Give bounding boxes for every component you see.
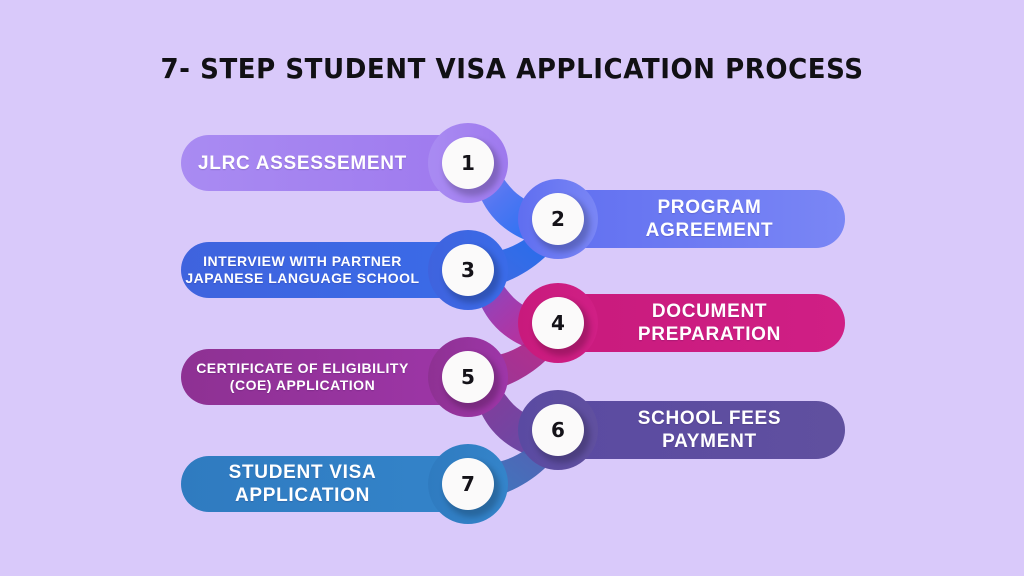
step-blob-2[interactable]: [456, 179, 845, 292]
step-blob-7[interactable]: [181, 444, 508, 524]
step-blob-3[interactable]: [181, 230, 572, 354]
step-circle-4[interactable]: [532, 297, 584, 349]
step-number-1: 1: [461, 151, 475, 175]
step-number-7: 7: [461, 472, 475, 496]
step-circle-7[interactable]: [442, 458, 494, 510]
step-number-6: 6: [551, 418, 565, 442]
step-label-6: SCHOOL FEES PAYMENT: [637, 408, 782, 453]
step-number-4: 4: [551, 311, 565, 335]
step-number-3: 3: [461, 258, 475, 282]
step-circle-2[interactable]: [532, 193, 584, 245]
step-circle-6[interactable]: [532, 404, 584, 456]
step-label-2: PROGRAM AGREEMENT: [645, 197, 774, 242]
step-number-5: 5: [461, 365, 475, 389]
step-label-7: STUDENT VISA APPLICATION: [228, 462, 377, 507]
step-label-1: JLRC ASSESSEMENT: [198, 153, 407, 174]
step-label-4: DOCUMENT PREPARATION: [637, 301, 782, 346]
step-circle-1[interactable]: [442, 137, 494, 189]
step-blob-5[interactable]: [181, 337, 572, 461]
step-label-5: CERTIFICATE OF ELIGIBILITY (COE) APPLICA…: [196, 360, 409, 394]
step-circle-5[interactable]: [442, 351, 494, 403]
step-number-2: 2: [551, 207, 565, 231]
step-label-3: INTERVIEW WITH PARTNER JAPANESE LANGUAGE…: [185, 253, 420, 287]
step-circle-3[interactable]: [442, 244, 494, 296]
page-title: 7- STEP STUDENT VISA APPLICATION PROCESS: [160, 52, 864, 85]
